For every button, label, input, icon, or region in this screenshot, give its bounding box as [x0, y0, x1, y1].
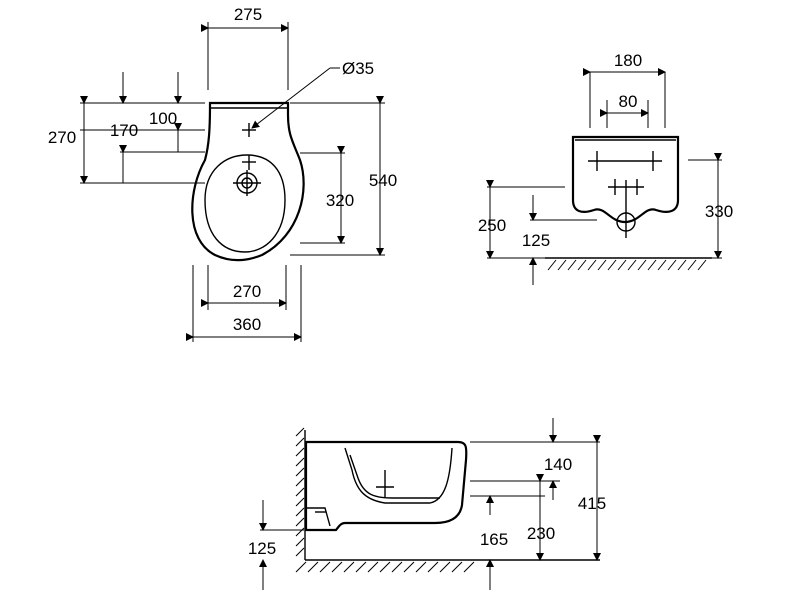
side-section-view: 140 415 165 230 125 — [248, 418, 606, 590]
drain-hole-mark — [233, 155, 261, 196]
dim-outer-width: 360 — [233, 315, 261, 334]
dim-top-width: 275 — [234, 5, 262, 24]
dim-w-180: 180 — [614, 51, 642, 70]
front-view: 275 Ø35 270 170 100 540 320 270 — [48, 5, 397, 342]
wall-hatch — [295, 427, 306, 560]
fixing-marks — [588, 151, 662, 238]
dim-h-330: 330 — [705, 202, 733, 221]
tap-hole-mark — [242, 123, 256, 137]
floor-hatch — [545, 257, 712, 271]
dim-h-165: 165 — [480, 530, 508, 549]
dim-inner-width: 270 — [233, 282, 261, 301]
dim-h-125-bottom: 125 — [248, 539, 276, 558]
bottom-floor-hatch — [295, 559, 600, 573]
dim-h-125: 125 — [522, 231, 550, 250]
rear-body-outline — [571, 135, 680, 224]
dim-h-415: 415 — [578, 494, 606, 513]
dim-h-250: 250 — [478, 216, 506, 235]
dim-h-320: 320 — [326, 191, 354, 210]
front-bowl-outline — [191, 101, 305, 262]
dim-height-540: 540 — [369, 171, 397, 190]
dim-h-270: 270 — [48, 128, 76, 147]
side-body-outline — [304, 440, 468, 532]
side-drain-mark — [376, 470, 394, 497]
dim-h-140: 140 — [544, 455, 572, 474]
dim-h-100: 100 — [149, 109, 177, 128]
side-bowl-inner — [344, 447, 453, 504]
rear-view: 180 80 250 125 330 — [478, 51, 733, 285]
dim-h-170: 170 — [110, 121, 138, 140]
front-bowl-inner — [204, 154, 286, 253]
dim-hole-diameter: Ø35 — [342, 59, 374, 78]
dim-h-230: 230 — [527, 524, 555, 543]
dim-w-80: 80 — [619, 92, 638, 111]
